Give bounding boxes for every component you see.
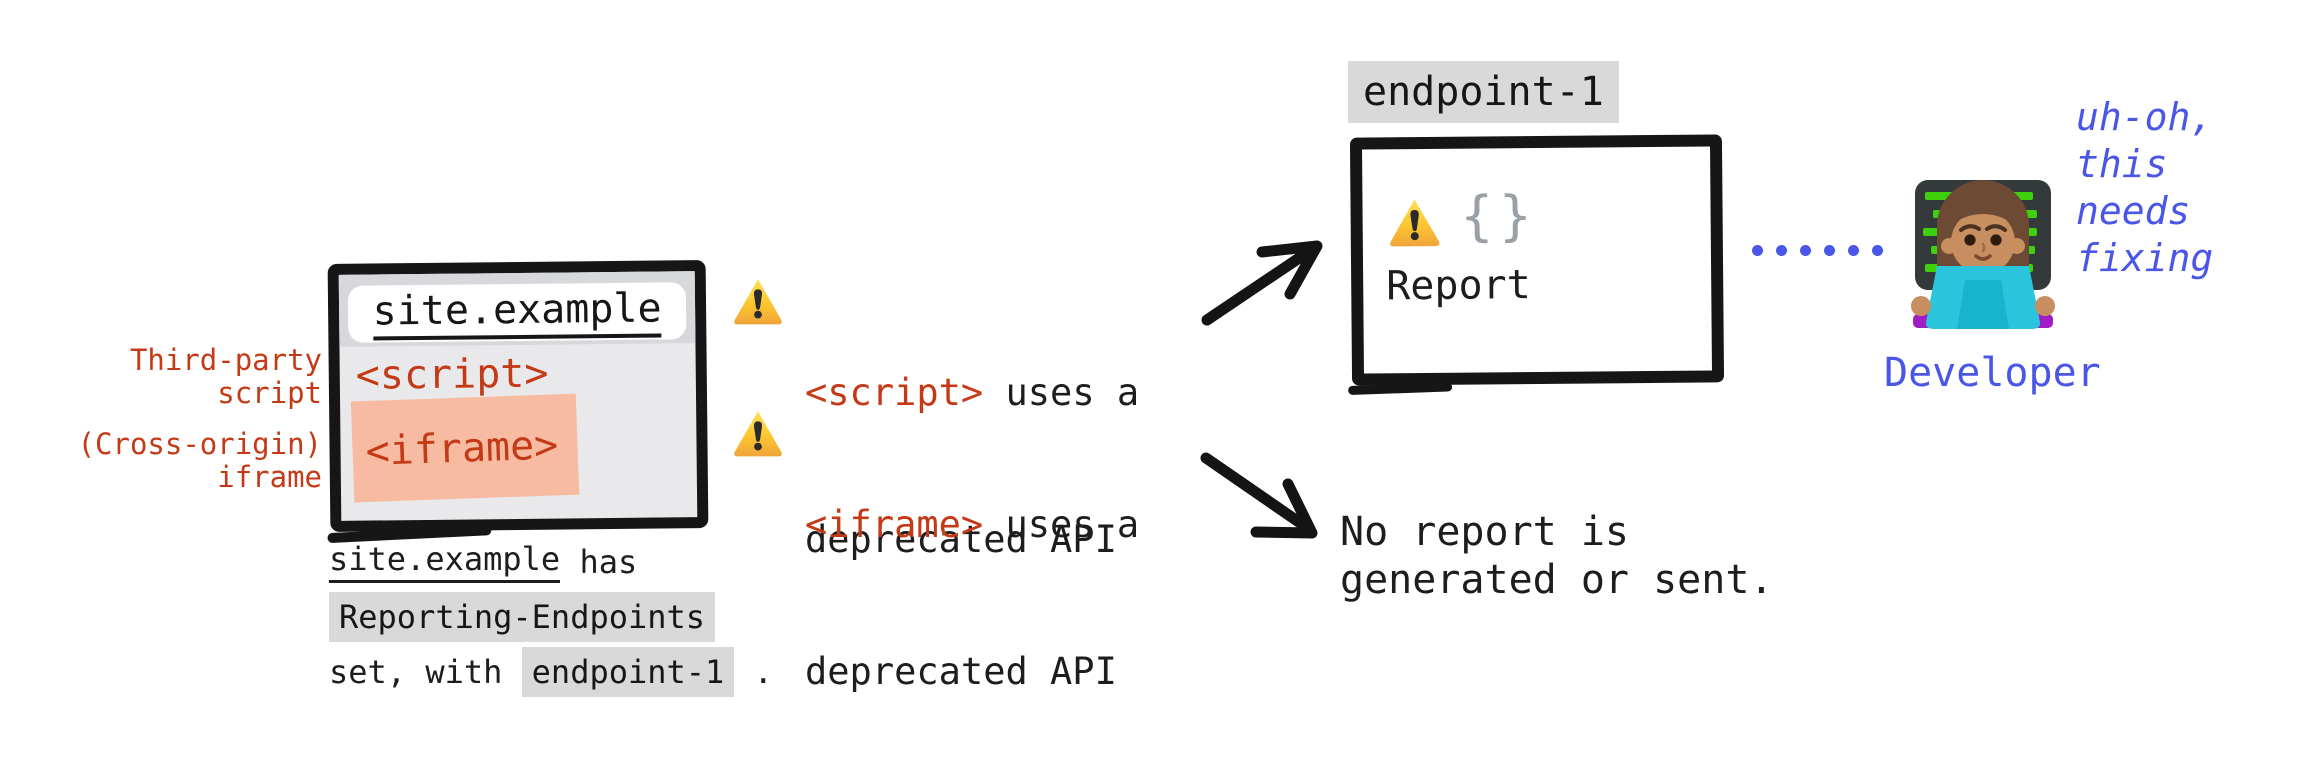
warning-text: <script> uses a deprecated API (805, 270, 1139, 662)
warning-text: <iframe> uses a deprecated API (805, 402, 1139, 762)
warning-rest: uses a (983, 503, 1140, 546)
warning-line-2: deprecated API (805, 650, 1117, 693)
iframe-tag-text: <iframe> (364, 421, 559, 475)
warning-icon (734, 411, 782, 457)
browser-window: site.example <script> <iframe> (327, 260, 709, 532)
warning-icon (734, 279, 782, 325)
warning-line-2: deprecated API (805, 518, 1117, 561)
caption-site-name: site.example (329, 540, 561, 583)
warning-row-iframe: <iframe> uses a deprecated API (731, 402, 1139, 762)
caption-line-1: site.example has (329, 534, 773, 589)
iframe-highlight: <iframe> (350, 393, 580, 503)
report-box: {} Report (1349, 134, 1725, 386)
caption-after-site: has (560, 542, 638, 581)
cross-origin-iframe-label: (Cross-origin) iframe (77, 427, 322, 494)
caption-line3-pre: set, with (329, 652, 522, 691)
dot (1824, 245, 1835, 256)
dot (1800, 245, 1811, 256)
warning-iframe-tag: <iframe> (805, 503, 984, 546)
dot (1776, 245, 1787, 256)
developer-label: Developer (1884, 350, 2101, 396)
site-address: site.example (372, 284, 662, 341)
dot (1752, 245, 1763, 256)
warning-line-1: <script> uses a (805, 368, 1139, 417)
endpoint-1-chip: endpoint-1 (1348, 61, 1619, 123)
address-bar: site.example (347, 282, 687, 343)
dot (1872, 245, 1883, 256)
no-report-text: No report is generated or sent. (1340, 509, 1774, 603)
site-caption: site.example has Reporting-Endpoints set… (329, 534, 773, 699)
warning-line-1: <iframe> uses a (805, 500, 1139, 549)
woman-technologist-emoji (1911, 180, 2055, 329)
reporting-endpoints-chip: Reporting-Endpoints (329, 591, 716, 642)
warning-row-script: <script> uses a deprecated API (731, 270, 1139, 662)
warning-rest: uses a (983, 371, 1140, 414)
caption-line-2: Reporting-Endpoints (329, 589, 773, 644)
warning-script-tag: <script> (805, 371, 984, 414)
caption-line-3: set, with endpoint-1 . (329, 644, 773, 699)
endpoint-1-inline-chip: endpoint-1 (521, 646, 735, 697)
dot (1848, 245, 1859, 256)
dotted-connector (1752, 245, 1883, 256)
arrow-iframe-to-noreport (1200, 452, 1318, 539)
script-tag-text: <script> (355, 350, 549, 399)
json-braces-icon: {} (1460, 183, 1538, 248)
third-party-script-label: Third-party script (129, 343, 322, 410)
warning-icon (1390, 199, 1440, 247)
report-label: Report (1386, 262, 1531, 310)
caption-line3-post: . (734, 652, 773, 691)
arrow-script-to-endpoint (1201, 240, 1323, 326)
developer-thought-text: uh-oh, this needs fixing (2076, 95, 2214, 280)
